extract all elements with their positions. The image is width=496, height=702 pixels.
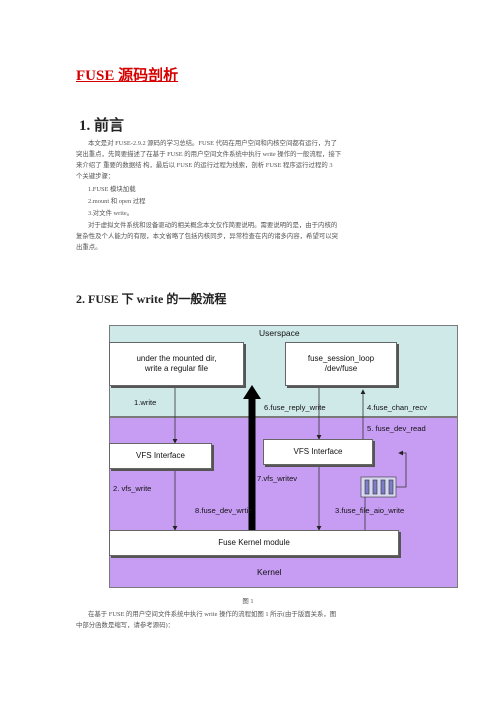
intro-line-4: 个关键步骤： xyxy=(76,173,115,180)
fuse-write-flow-diagram: Userspace Kernel xyxy=(109,325,458,588)
arrow-queue-to-vfs xyxy=(396,450,407,488)
note-line-3: 出重点。 xyxy=(76,244,102,251)
label-write: 1.write xyxy=(134,398,157,407)
after-figure-line-1: 在基于 FUSE 的用户空间文件系统中执行 write 操作的流程如图 1 所示… xyxy=(88,611,337,618)
kernel-label: Kernel xyxy=(257,567,282,577)
label-fuse-reply-write: 6.fuse_reply_write xyxy=(264,403,326,412)
step-item-1: 1.FUSE 模块加载 xyxy=(88,186,136,193)
step-item-3: 3.对文件 write。 xyxy=(88,210,134,217)
session-loop-line-2: /dev/fuse xyxy=(324,364,358,373)
document-title[interactable]: FUSE 源码剖析 xyxy=(76,68,179,84)
label-fuse-dev-write: 8.fuse_dev_wrtie xyxy=(195,506,253,515)
label-fuse-dev-read: 5. fuse_dev_read xyxy=(367,424,426,433)
label-fuse-chan-recv: 4.fuse_chan_recv xyxy=(367,403,427,412)
session-loop-line-1: fuse_session_loop xyxy=(307,354,375,363)
vfs-interface-left-label: VFS Interface xyxy=(136,451,185,460)
label-fuse-file-aio-write: 3.fuse_file_aio_write xyxy=(335,506,405,515)
after-figure-line-2: 中部分函数是缩写，请参考源码)： xyxy=(76,622,174,629)
userspace-label: Userspace xyxy=(259,328,300,338)
fuse-kernel-module-box: Fuse Kernel module xyxy=(109,530,399,556)
figure-caption: 图 1 xyxy=(242,598,254,605)
session-loop-box: fuse_session_loop /dev/fuse xyxy=(285,342,397,386)
note-line-2: 复杂性及个人能力的有限，本文省略了包括内核同步，异常检查在内的诸多内容，希望可以… xyxy=(76,233,339,240)
intro-line-3: 来介绍了 重要的数据结 构，最后以 FUSE 的运行过程为线索，剖析 FUSE … xyxy=(76,162,333,169)
fuse-kernel-module-label: Fuse Kernel module xyxy=(218,538,290,547)
request-queue xyxy=(360,476,397,498)
label-vfs-write: 2. vfs_write xyxy=(113,484,152,493)
intro-line-2: 突出重点，先简要描述了在基于 FUSE 的用户空间文件系统中执行 write 操… xyxy=(76,151,342,158)
vfs-interface-right-label: VFS Interface xyxy=(293,447,343,456)
section-heading-write-flow: 2. FUSE 下 write 的一般流程 xyxy=(76,292,227,306)
flow-arrows xyxy=(172,385,407,531)
note-line-1: 对于虚拟文件系统和设备驱动的相关概念本文仅作简要说明。需要说明的是，由于内核的 xyxy=(88,222,338,229)
arrow-fuse-dev-write-head xyxy=(243,385,261,399)
vfs-interface-right-box: VFS Interface xyxy=(263,439,373,465)
user-write-line-2: write a regular file xyxy=(144,364,209,373)
vfs-interface-left-box: VFS Interface xyxy=(109,443,212,469)
label-vfs-writev: 7.vfs_writev xyxy=(257,474,298,483)
section-heading-preface: 1. 前言 xyxy=(79,118,125,134)
user-write-line-1: under the mounted dir, xyxy=(136,354,217,363)
step-item-2: 2.mount 和 open 过程 xyxy=(88,198,146,205)
user-write-box: under the mounted dir, write a regular f… xyxy=(109,342,244,386)
intro-line-1: 本文是对 FUSE-2.9.2 源码的学习总结。FUSE 代码在用户空间和内核空… xyxy=(88,140,338,147)
